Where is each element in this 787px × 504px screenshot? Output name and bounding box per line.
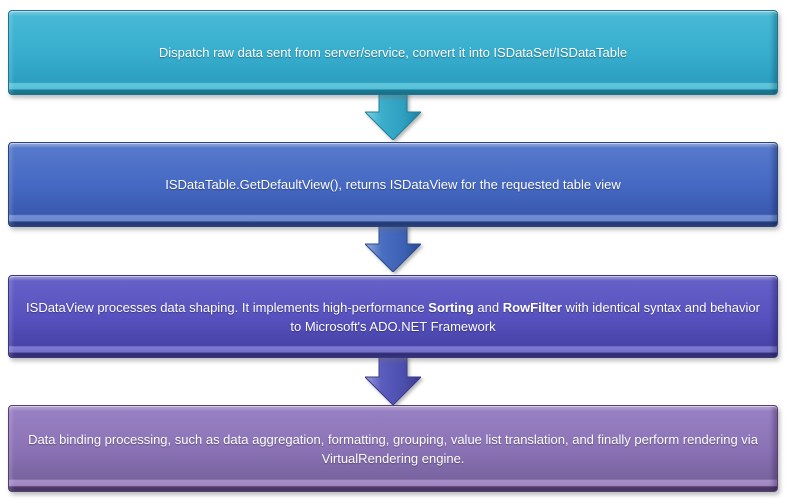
step-3-text-segment-bold: RowFilter bbox=[502, 299, 562, 315]
step-3-text-segment-bold: Sorting bbox=[428, 299, 474, 315]
down-arrow-icon bbox=[365, 90, 421, 140]
down-arrow-icon bbox=[365, 355, 421, 405]
step-4-box: Data binding processing, such as data ag… bbox=[8, 405, 778, 492]
step-4-text: Data binding processing, such as data ag… bbox=[28, 431, 758, 466]
step-2-text: ISDataTable.GetDefaultView(), returns IS… bbox=[165, 177, 621, 192]
step-3-text: ISDataView processes data shaping. It im… bbox=[21, 298, 765, 336]
step-2-box: ISDataTable.GetDefaultView(), returns IS… bbox=[8, 142, 778, 227]
step-1-box: Dispatch raw data sent from server/servi… bbox=[8, 10, 778, 95]
step-3-box: ISDataView processes data shaping. It im… bbox=[8, 275, 778, 358]
step-1-text: Dispatch raw data sent from server/servi… bbox=[158, 45, 628, 60]
step-3-text-segment: and bbox=[473, 299, 503, 315]
step-3-text-segment: ISDataView processes data shaping. It im… bbox=[26, 299, 429, 315]
step-3-text-segment: with identical syntax and behavior to Mi… bbox=[290, 299, 760, 334]
down-arrow-icon bbox=[365, 222, 421, 272]
